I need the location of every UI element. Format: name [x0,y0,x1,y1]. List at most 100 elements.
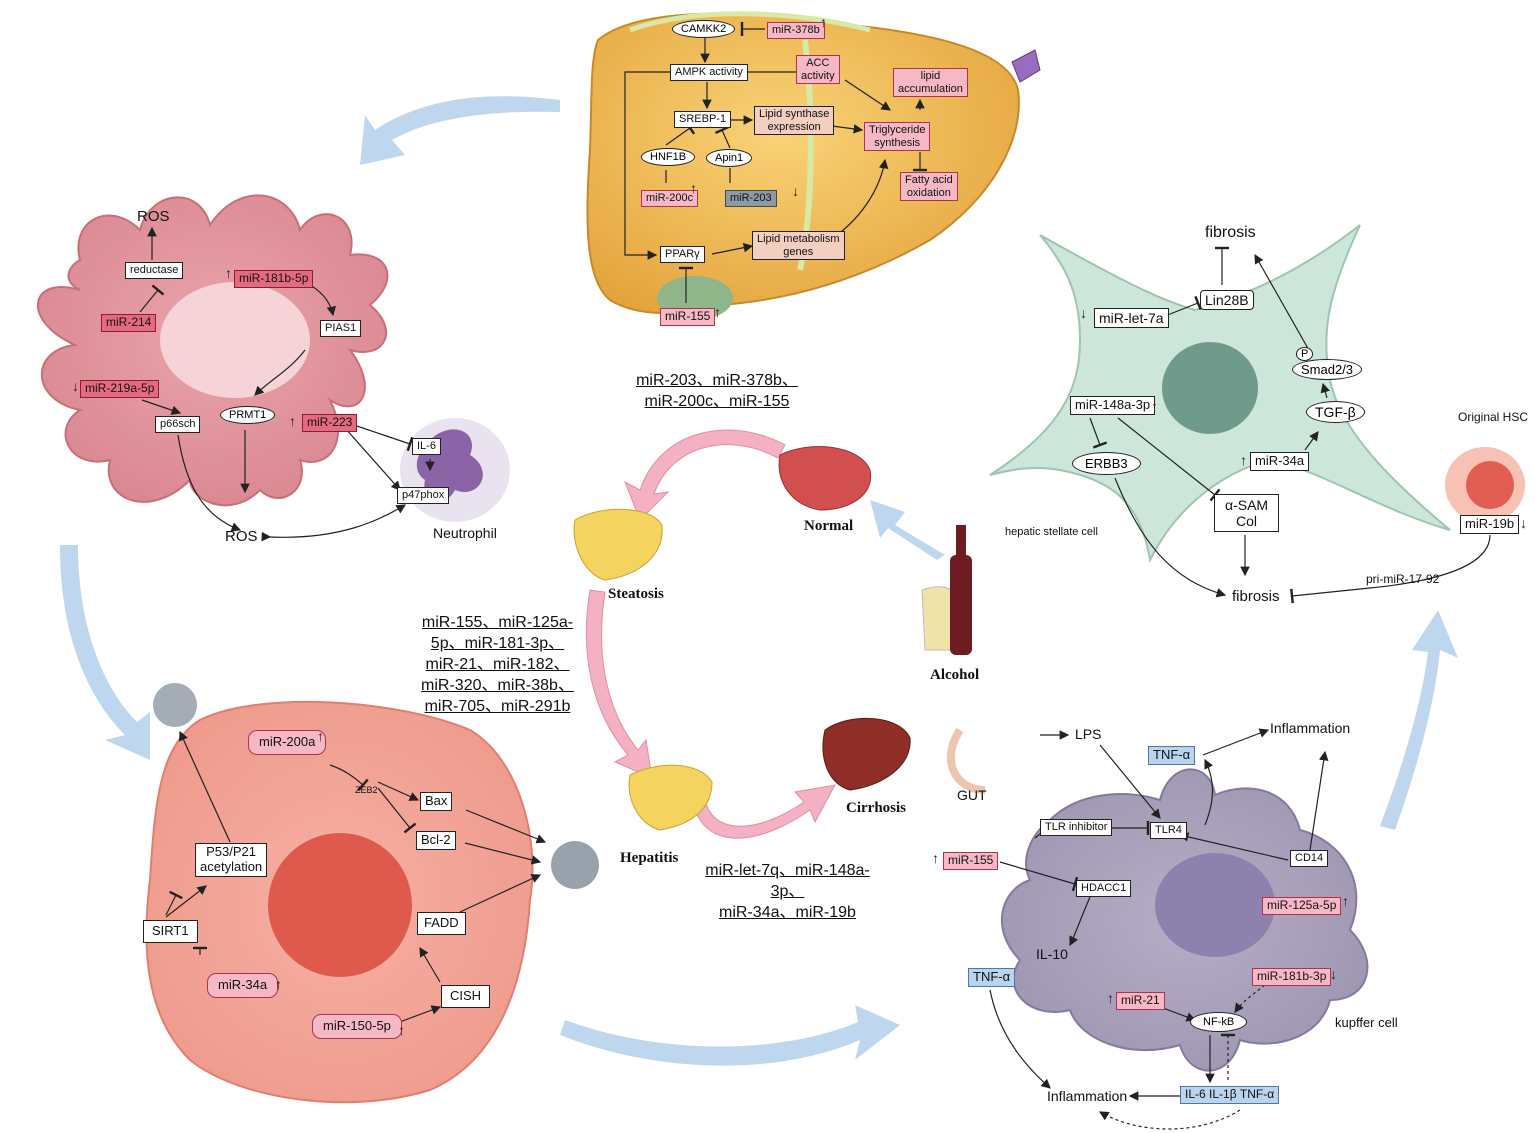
ampk-node: AMPK activity [670,64,748,81]
up-arrow-icon: ↑ [1107,990,1114,1006]
triglyceride-line-2: synthesis [874,136,921,149]
p53-node: P53/P21 acetylation [195,843,268,877]
mir-125a-5p-box: miR-125a-5p [1262,897,1342,915]
cytokines-box: IL-6 IL-1β TNF-α [1180,1086,1280,1104]
gut-label: GUT [957,787,987,803]
mir-list-line: miR-let-7q、miR-148a-3p、 [705,862,870,900]
pink-cycle-arrows [585,429,836,839]
asam-line-1: α-SAM [1225,497,1269,513]
mir-19b-box: miR-19b [1460,515,1520,534]
asam-line-2: Col [1236,513,1258,530]
neutrophil-label: Neutrophil [433,525,497,541]
mir-214-box: miR-214 [101,314,157,332]
mir-223-box: miR-223 [302,414,358,432]
p53-line-2: acetylation [200,858,263,874]
up-arrow-icon: ↑ [1342,893,1349,909]
mir-148a-3p-box: miR-148a-3p [1070,396,1156,415]
lipid-metabolism-line-1: Lipid metabolism [757,233,840,245]
up-arrow-icon: ↑ [317,728,324,744]
normal-to-steatosis-mirs: miR-203、miR-378b、 miR-200c、miR-155 [622,370,812,412]
down-arrow-icon: ↓ [1520,515,1527,531]
p66sch-node: p66sch [155,416,201,433]
neutrophil-cell-illustration [36,194,510,522]
steatosis-label: Steatosis [608,586,664,602]
tnfa-left-box: TNF-α [968,968,1016,987]
lipid-accumulation-line-2: accumulation [898,82,963,95]
lipid-accumulation-node: lipid accumulation [893,68,968,98]
normal-label: Normal [804,518,854,534]
fibrosis-top-label: fibrosis [1205,224,1256,241]
down-arrow-icon: ↓ [1330,966,1337,982]
inflammation-top-label: Inflammation [1270,720,1351,736]
hepatocyte-pathway-lines [165,730,547,1024]
srebp1-node: SREBP-1 [674,111,732,128]
il6-node: IL-6 [412,438,441,455]
hepatitis-to-cirrhosis-mirs: miR-let-7q、miR-148a-3p、 miR-34a、miR-19b [690,860,885,923]
up-arrow-icon: ↑ [275,976,282,992]
inflammation-bottom-label: Inflammation [1047,1088,1128,1104]
hepatitis-label: Hepatitis [620,850,679,866]
up-arrow-icon: ↑ [1240,452,1247,468]
mir-list-line: miR-200c、miR-155 [644,393,790,410]
neutrophil-pathway-lines [139,226,435,542]
lipid-metabolism-node: Lipid metabolism genes [752,231,845,261]
mir-181b-3p-box: miR-181b-3p [1252,968,1332,986]
asam-node: α-SAM Col [1214,494,1280,533]
ros-top-label: ROS [137,208,170,225]
mir-200c-box: miR-200c [641,190,699,207]
cd14-box: CD14 [1290,850,1329,867]
nfkb-node: NF-kB [1190,1012,1248,1032]
down-arrow-icon: ↓ [1151,393,1158,409]
hsc-pathway-lines [1089,246,1491,604]
ppary-node: PPARγ [660,246,705,263]
down-arrow-icon: ↓ [792,183,799,199]
mir-list-line: miR-21、miR-182、 [425,656,570,673]
pri-mir-label: pri-miR-17-92 [1366,572,1440,586]
hdacc1-box: HDACC1 [1076,880,1132,897]
erbb3-node: ERBB3 [1072,452,1141,475]
up-arrow-icon: ↑ [714,304,721,320]
kupffer-pathway-lines [946,727,1329,1130]
mir-list-line: miR-203、miR-378b、 [636,372,798,389]
p53-line-1: P53/P21 [206,844,257,859]
camkk2-node: CAMKK2 [672,20,736,38]
sirt1-node: SIRT1 [143,920,198,943]
bax-node: Bax [420,792,453,811]
mir-list-line: 5p、miR-181-3p、 [430,635,565,652]
lipid-synthase-line-2: expression [767,120,821,133]
fatty-acid-line-1: Fatty acid [905,174,953,186]
mir-let-7a-box: miR-let-7a [1094,308,1169,329]
lipid-synthase-line-1: Lipid synthase [759,108,830,120]
p47phox-node: p47phox [397,487,450,504]
down-arrow-icon: ↓ [1080,305,1087,321]
tgfb-node: TGF-β [1306,401,1365,423]
triglyceride-line-1: Triglyceride [869,124,926,136]
lin28b-node: Lin28B [1200,290,1254,311]
mir-203-box: miR-203 [725,190,777,207]
tnfa-top-box: TNF-α [1148,746,1196,765]
ros-bottom-label: ROS [225,528,258,545]
mir-34a-hsc-box: miR-34a [1250,452,1310,471]
mir-155-liver-box: miR-155 [660,308,716,326]
mir-150-5p-box: miR-150-5p [312,1014,402,1039]
mir-21-box: miR-21 [1116,992,1165,1010]
fatty-acid-line-2: oxidation [906,186,951,199]
down-arrow-icon: ↓ [72,378,79,394]
kupffer-cell-illustration [1001,768,1369,1072]
bcl2-node: Bcl-2 [416,831,456,850]
acc-node: ACC activity [796,55,840,85]
up-arrow-icon: ↑ [398,1022,405,1038]
mir-200a-box: miR-200a [248,730,327,755]
triglyceride-node: Triglyceride synthesis [864,122,931,152]
stage-liver-icons [573,446,972,831]
reductase-node: reductase [125,262,184,279]
mir-219a-5p-box: miR-219a-5p [80,380,160,398]
original-hsc-label: Original HSC [1458,410,1529,424]
up-arrow-icon: ↑ [932,850,939,866]
up-arrow-icon: ↑ [820,14,827,30]
fibrosis-bottom-label: fibrosis [1232,588,1280,605]
phospho-marker: P [1296,347,1314,361]
hnf1b-node: HNF1B [641,148,696,166]
mir-34a-hep-box: miR-34a [207,973,279,998]
